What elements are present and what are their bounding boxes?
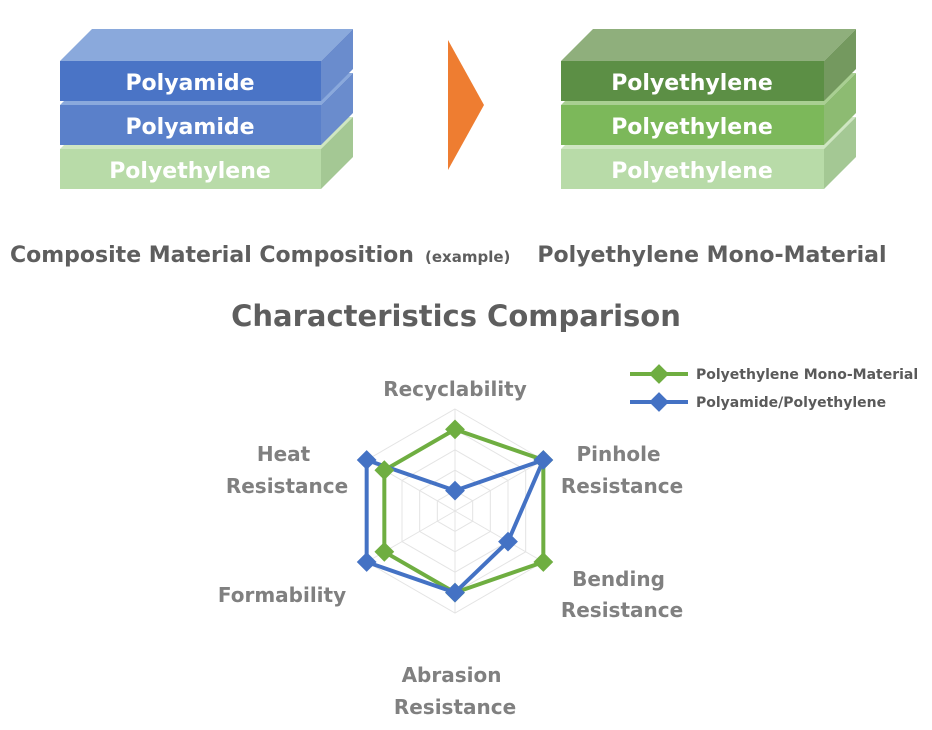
composite-layer-3-side — [321, 117, 353, 189]
chart-title: Characteristics Comparison — [231, 299, 681, 333]
legend-label-series-0: Polyethylene Mono-Material — [696, 367, 918, 383]
legend-label-series-1: Polyamide/Polyethylene — [696, 395, 886, 411]
arrow-right-icon — [448, 40, 484, 170]
axis-label-heat-line-2: Resistance — [226, 474, 348, 498]
composite-layer-1-label: Polyamide — [125, 71, 254, 96]
axis-label-recyclability: Recyclability — [383, 377, 527, 401]
series-1-point-3 — [445, 582, 465, 603]
composite-caption: Composite Material Composition (example) — [10, 243, 510, 268]
chart-legend: Polyethylene Mono-Material Polyamide/Pol… — [630, 364, 918, 412]
composite-caption-main: Composite Material Composition — [10, 243, 414, 268]
axis-label-abrasion-line-2: Resistance — [394, 695, 516, 719]
mono-layer-1: Polyethylene — [561, 29, 856, 101]
mono-layer-2-front — [561, 105, 824, 145]
composite-stack: Polyethylene Polyamide Polyamide — [60, 29, 353, 189]
mono-stack: Polyethylene Polyethylene Polyethylene — [561, 29, 856, 189]
axis-label-bending-resistance: Bending Resistance — [561, 567, 683, 622]
composite-layer-3-label: Polyethylene — [109, 159, 271, 184]
mono-layer-1-label: Polyethylene — [611, 71, 773, 96]
axis-label-heat-line-1: Heat — [257, 442, 311, 466]
mono-layer-2-side — [824, 73, 856, 145]
composite-layer-1-side — [321, 29, 353, 101]
legend-marker-series-0 — [649, 364, 669, 384]
axis-label-pinhole-line-2: Resistance — [561, 474, 683, 498]
series-0-point-0 — [445, 419, 465, 440]
composite-caption-suffix: (example) — [425, 248, 510, 266]
composite-layer-2-front — [60, 105, 321, 145]
axis-label-formability: Formability — [218, 583, 346, 607]
mono-layer-3-label: Polyethylene — [611, 159, 773, 184]
axis-label-pinhole-line-1: Pinhole — [576, 442, 660, 466]
radar-series — [356, 419, 554, 603]
composite-layer-2-side — [321, 73, 353, 145]
mono-layer-1-side — [824, 29, 856, 101]
mono-layer-2-label: Polyethylene — [611, 115, 773, 140]
composite-layer-1: Polyamide — [60, 29, 353, 101]
mono-caption: Polyethylene Mono-Material — [537, 243, 886, 268]
axis-label-bending-line-1: Bending — [572, 567, 665, 591]
composite-layer-3-front — [60, 149, 321, 189]
radar-spoke-1 — [454, 459, 544, 512]
series-1-point-1 — [533, 450, 554, 470]
series-1-point-5 — [356, 450, 377, 470]
legend-marker-series-1 — [649, 392, 669, 412]
radar-axis-labels: Recyclability Pinhole Resistance Bending… — [218, 377, 683, 719]
axis-label-pinhole-resistance: Pinhole Resistance — [561, 442, 683, 498]
mono-layer-1-front — [561, 61, 824, 101]
series-0-point-4 — [374, 541, 395, 562]
axis-label-heat-resistance: Heat Resistance — [226, 442, 348, 498]
axis-label-bending-line-2: Resistance — [561, 598, 683, 622]
series-0-point-5 — [374, 460, 395, 481]
radar-grid — [366, 408, 544, 614]
composite-layer-1-top — [60, 29, 353, 61]
composite-layer-1-front — [60, 61, 321, 101]
series-1-point-0 — [445, 480, 465, 501]
mono-layer-3-front — [561, 149, 824, 189]
series-1-point-4 — [356, 552, 377, 572]
series-0-point-2 — [533, 552, 554, 572]
mono-layer-3-side — [824, 117, 856, 189]
axis-label-abrasion-resistance: Abrasion Resistance — [394, 663, 516, 719]
radar-spoke-2 — [454, 510, 544, 563]
mono-layer-1-top — [561, 29, 856, 61]
composite-layer-2-label: Polyamide — [125, 115, 254, 140]
axis-label-abrasion-line-1: Abrasion — [402, 663, 502, 687]
